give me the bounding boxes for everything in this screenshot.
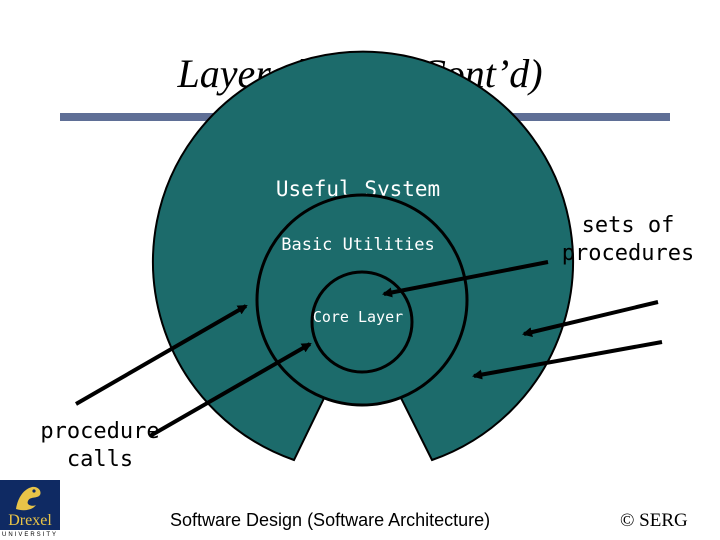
- dragon-icon: [16, 486, 41, 511]
- logo-subtitle: UNIVERSITY: [0, 530, 60, 540]
- procedure-sets-label-line2: procedures: [561, 241, 695, 266]
- arrow-procedures-to-core: [382, 260, 549, 298]
- procedure-calls-label-line1: procedure: [40, 419, 160, 444]
- logo-wordmark: Drexel: [8, 512, 52, 529]
- arrow-procedures-to-outer-lower: [472, 340, 663, 380]
- drexel-logo: Drexel UNIVERSITY: [0, 480, 60, 540]
- core-layer-label: Core Layer: [313, 308, 403, 326]
- slide-footer: Software Design (Software Architecture): [170, 510, 491, 530]
- copyright-notice: © SERG: [620, 510, 688, 531]
- middle-layer-label: Basic Utilities: [281, 235, 435, 255]
- arrow-call-to-middle: [75, 304, 248, 406]
- procedure-calls-label-line2: calls: [66, 447, 134, 472]
- arrow-call-to-core: [149, 342, 312, 438]
- procedure-sets-label-line1: sets of: [581, 213, 675, 238]
- arrow-procedures-to-outer: [522, 300, 659, 338]
- procedure-sets-label: sets of procedures: [556, 212, 700, 268]
- procedure-calls-label: procedure calls: [32, 418, 168, 474]
